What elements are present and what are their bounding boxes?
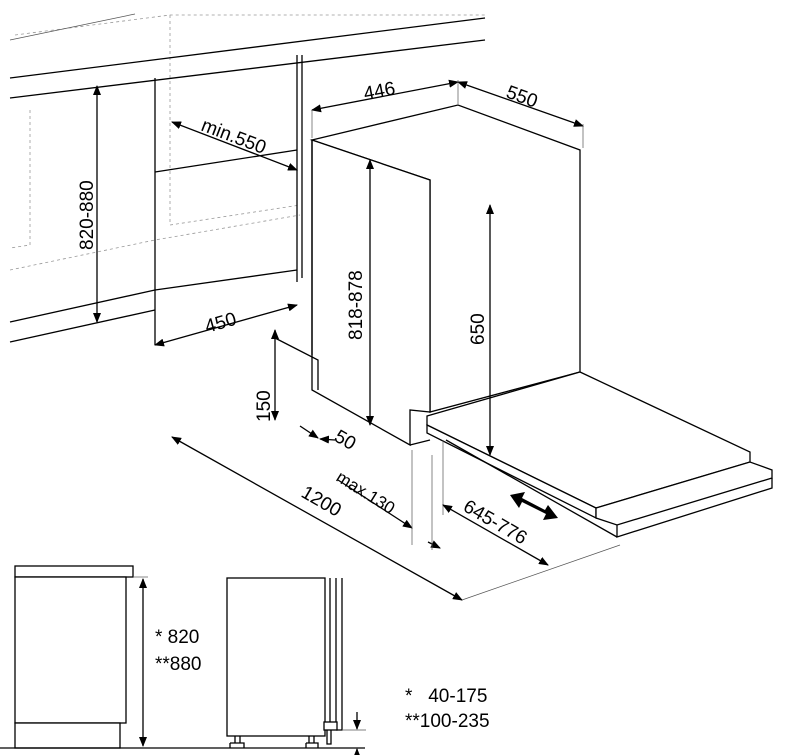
label-plinth-height: 150 [254,390,275,422]
open-door [426,371,773,538]
label-appliance-depth: 550 [503,82,540,113]
countertop [9,17,486,99]
side-view-cabinet [0,565,365,749]
label-appliance-height: 818-878 [346,270,367,340]
side-view-dishwasher [226,577,366,755]
label-cabinet-height: 820-880 [77,180,98,250]
dimension-lines [93,79,621,601]
label-appliance-width: 446 [362,78,397,105]
door-slide-arrow-icon [510,492,558,520]
label-height-option-2: **880 [155,654,202,675]
hidden-cabinet-lines [9,14,485,271]
label-plinth-offset: 50 [331,426,360,455]
label-door-swing: 1200 [298,482,345,521]
label-max-plinth-depth: max.130 [333,467,398,518]
label-min-depth: min.550 [198,115,269,159]
label-foot-range-2: **100-235 [405,711,490,732]
label-door-height: 650 [468,313,489,345]
label-height-option-1: * 820 [155,627,199,648]
label-cavity-width: 450 [203,309,239,338]
wall-line [9,13,136,41]
cavity [9,55,303,345]
label-foot-range-1: * 40-175 [405,686,487,707]
